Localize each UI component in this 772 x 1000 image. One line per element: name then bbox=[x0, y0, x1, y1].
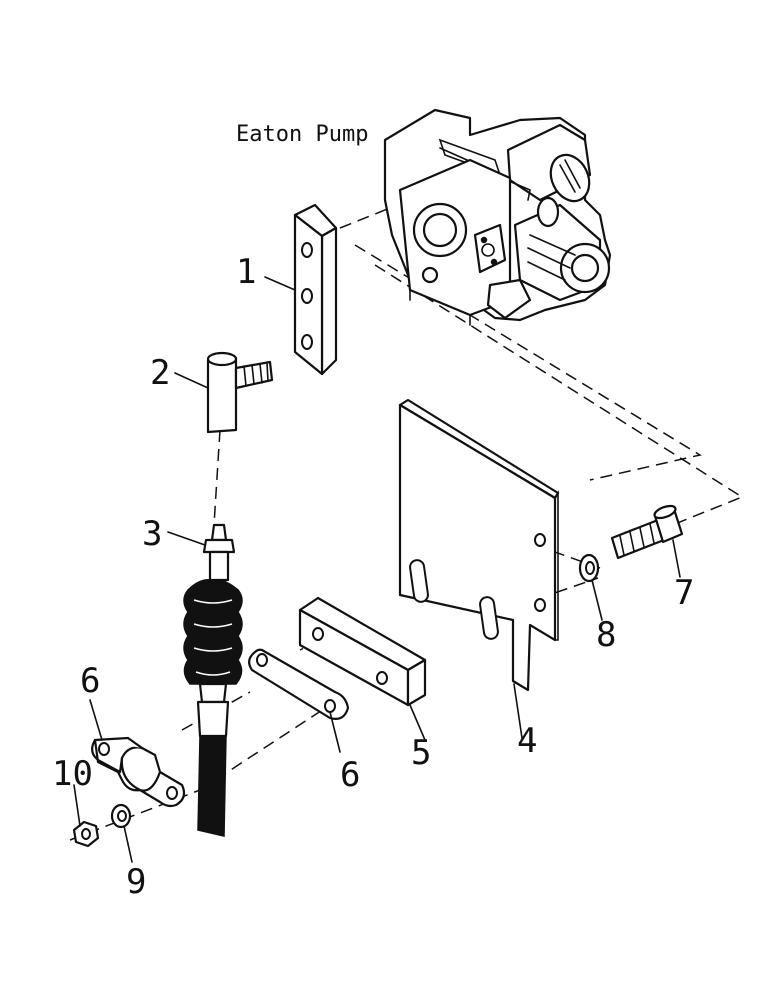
callout-10: 10 bbox=[52, 754, 93, 794]
part-3-control-cable bbox=[183, 523, 243, 837]
part-5-spacer-block bbox=[298, 596, 427, 707]
callout-5: 5 bbox=[411, 733, 431, 773]
pump-title: Eaton Pump bbox=[236, 122, 368, 147]
part-2-pivot-pin bbox=[206, 351, 274, 434]
callout-7: 7 bbox=[674, 573, 694, 613]
leader-lines bbox=[73, 276, 681, 863]
callout-8: 8 bbox=[596, 615, 616, 655]
callout-2: 2 bbox=[150, 353, 170, 393]
callout-4: 4 bbox=[517, 721, 537, 761]
part-4-mounting-plate bbox=[398, 398, 560, 692]
part-9-washer bbox=[110, 803, 132, 829]
callout-6-plate: 6 bbox=[340, 755, 360, 795]
part-8-washer bbox=[578, 553, 600, 583]
part-1-mounting-bar bbox=[293, 203, 338, 376]
callout-6-clamp: 6 bbox=[80, 661, 100, 701]
callout-9: 9 bbox=[126, 862, 146, 902]
callout-1: 1 bbox=[236, 252, 256, 292]
part-6-cable-clamp bbox=[91, 736, 186, 808]
eaton-pump bbox=[383, 108, 612, 326]
part-10-hex-nut bbox=[72, 820, 100, 848]
part-6-link-plate bbox=[248, 648, 350, 720]
part-7-cap-screw bbox=[610, 504, 684, 560]
callout-3: 3 bbox=[142, 514, 162, 554]
